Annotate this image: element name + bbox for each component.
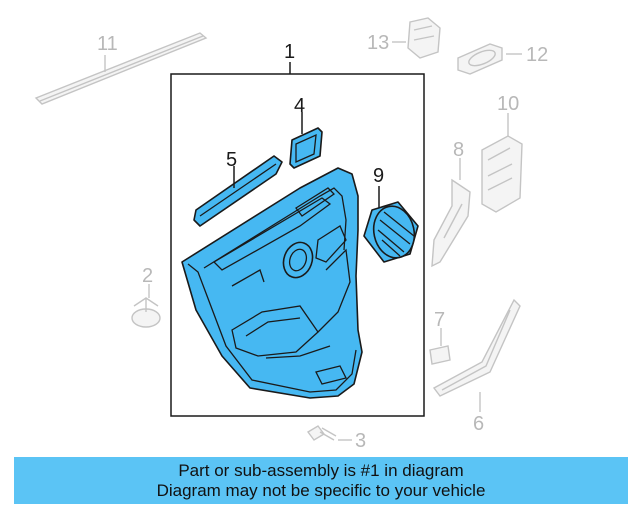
callout-6: 6 (473, 413, 484, 435)
part-11-sill-molding: 11 (34, 32, 208, 105)
part-4-bezel[interactable]: 4 (289, 95, 323, 169)
part-12-handle-bezel: 12 (457, 43, 548, 75)
part-3-screw: 3 (306, 425, 366, 452)
part-7-retainer: 7 (429, 309, 451, 365)
callout-12: 12 (526, 44, 548, 66)
part-1-box (170, 73, 425, 417)
part-10-window-switch: 10 (481, 93, 523, 213)
callout-5: 5 (226, 149, 237, 171)
callout-2: 2 (142, 265, 153, 287)
info-banner: Part or sub-assembly is #1 in diagram Di… (14, 457, 628, 504)
callout-13: 13 (367, 32, 389, 54)
part-2-push-pin: 2 (131, 265, 161, 328)
banner-line-2: Diagram may not be specific to your vehi… (156, 480, 486, 500)
callout-1: 1 (284, 41, 295, 63)
callout-3: 3 (355, 430, 366, 452)
part-5-trim[interactable]: 5 (193, 149, 283, 227)
part-13-clip: 13 (367, 17, 441, 59)
part-9-speaker[interactable]: 9 (363, 165, 419, 263)
callout-10: 10 (497, 93, 519, 115)
parts-diagram: 11 13 12 10 8 2 7 (34, 17, 548, 452)
part-8-bracket: 8 (431, 139, 471, 268)
banner-line-1: Part or sub-assembly is #1 in diagram (178, 460, 464, 480)
callout-4: 4 (294, 95, 305, 117)
callout-9: 9 (373, 165, 384, 187)
callout-7: 7 (434, 309, 445, 331)
part-6-trim-strip: 6 (432, 298, 521, 435)
part-1-door-panel[interactable] (181, 167, 363, 399)
callout-11: 11 (97, 33, 118, 55)
callout-8: 8 (453, 139, 464, 161)
